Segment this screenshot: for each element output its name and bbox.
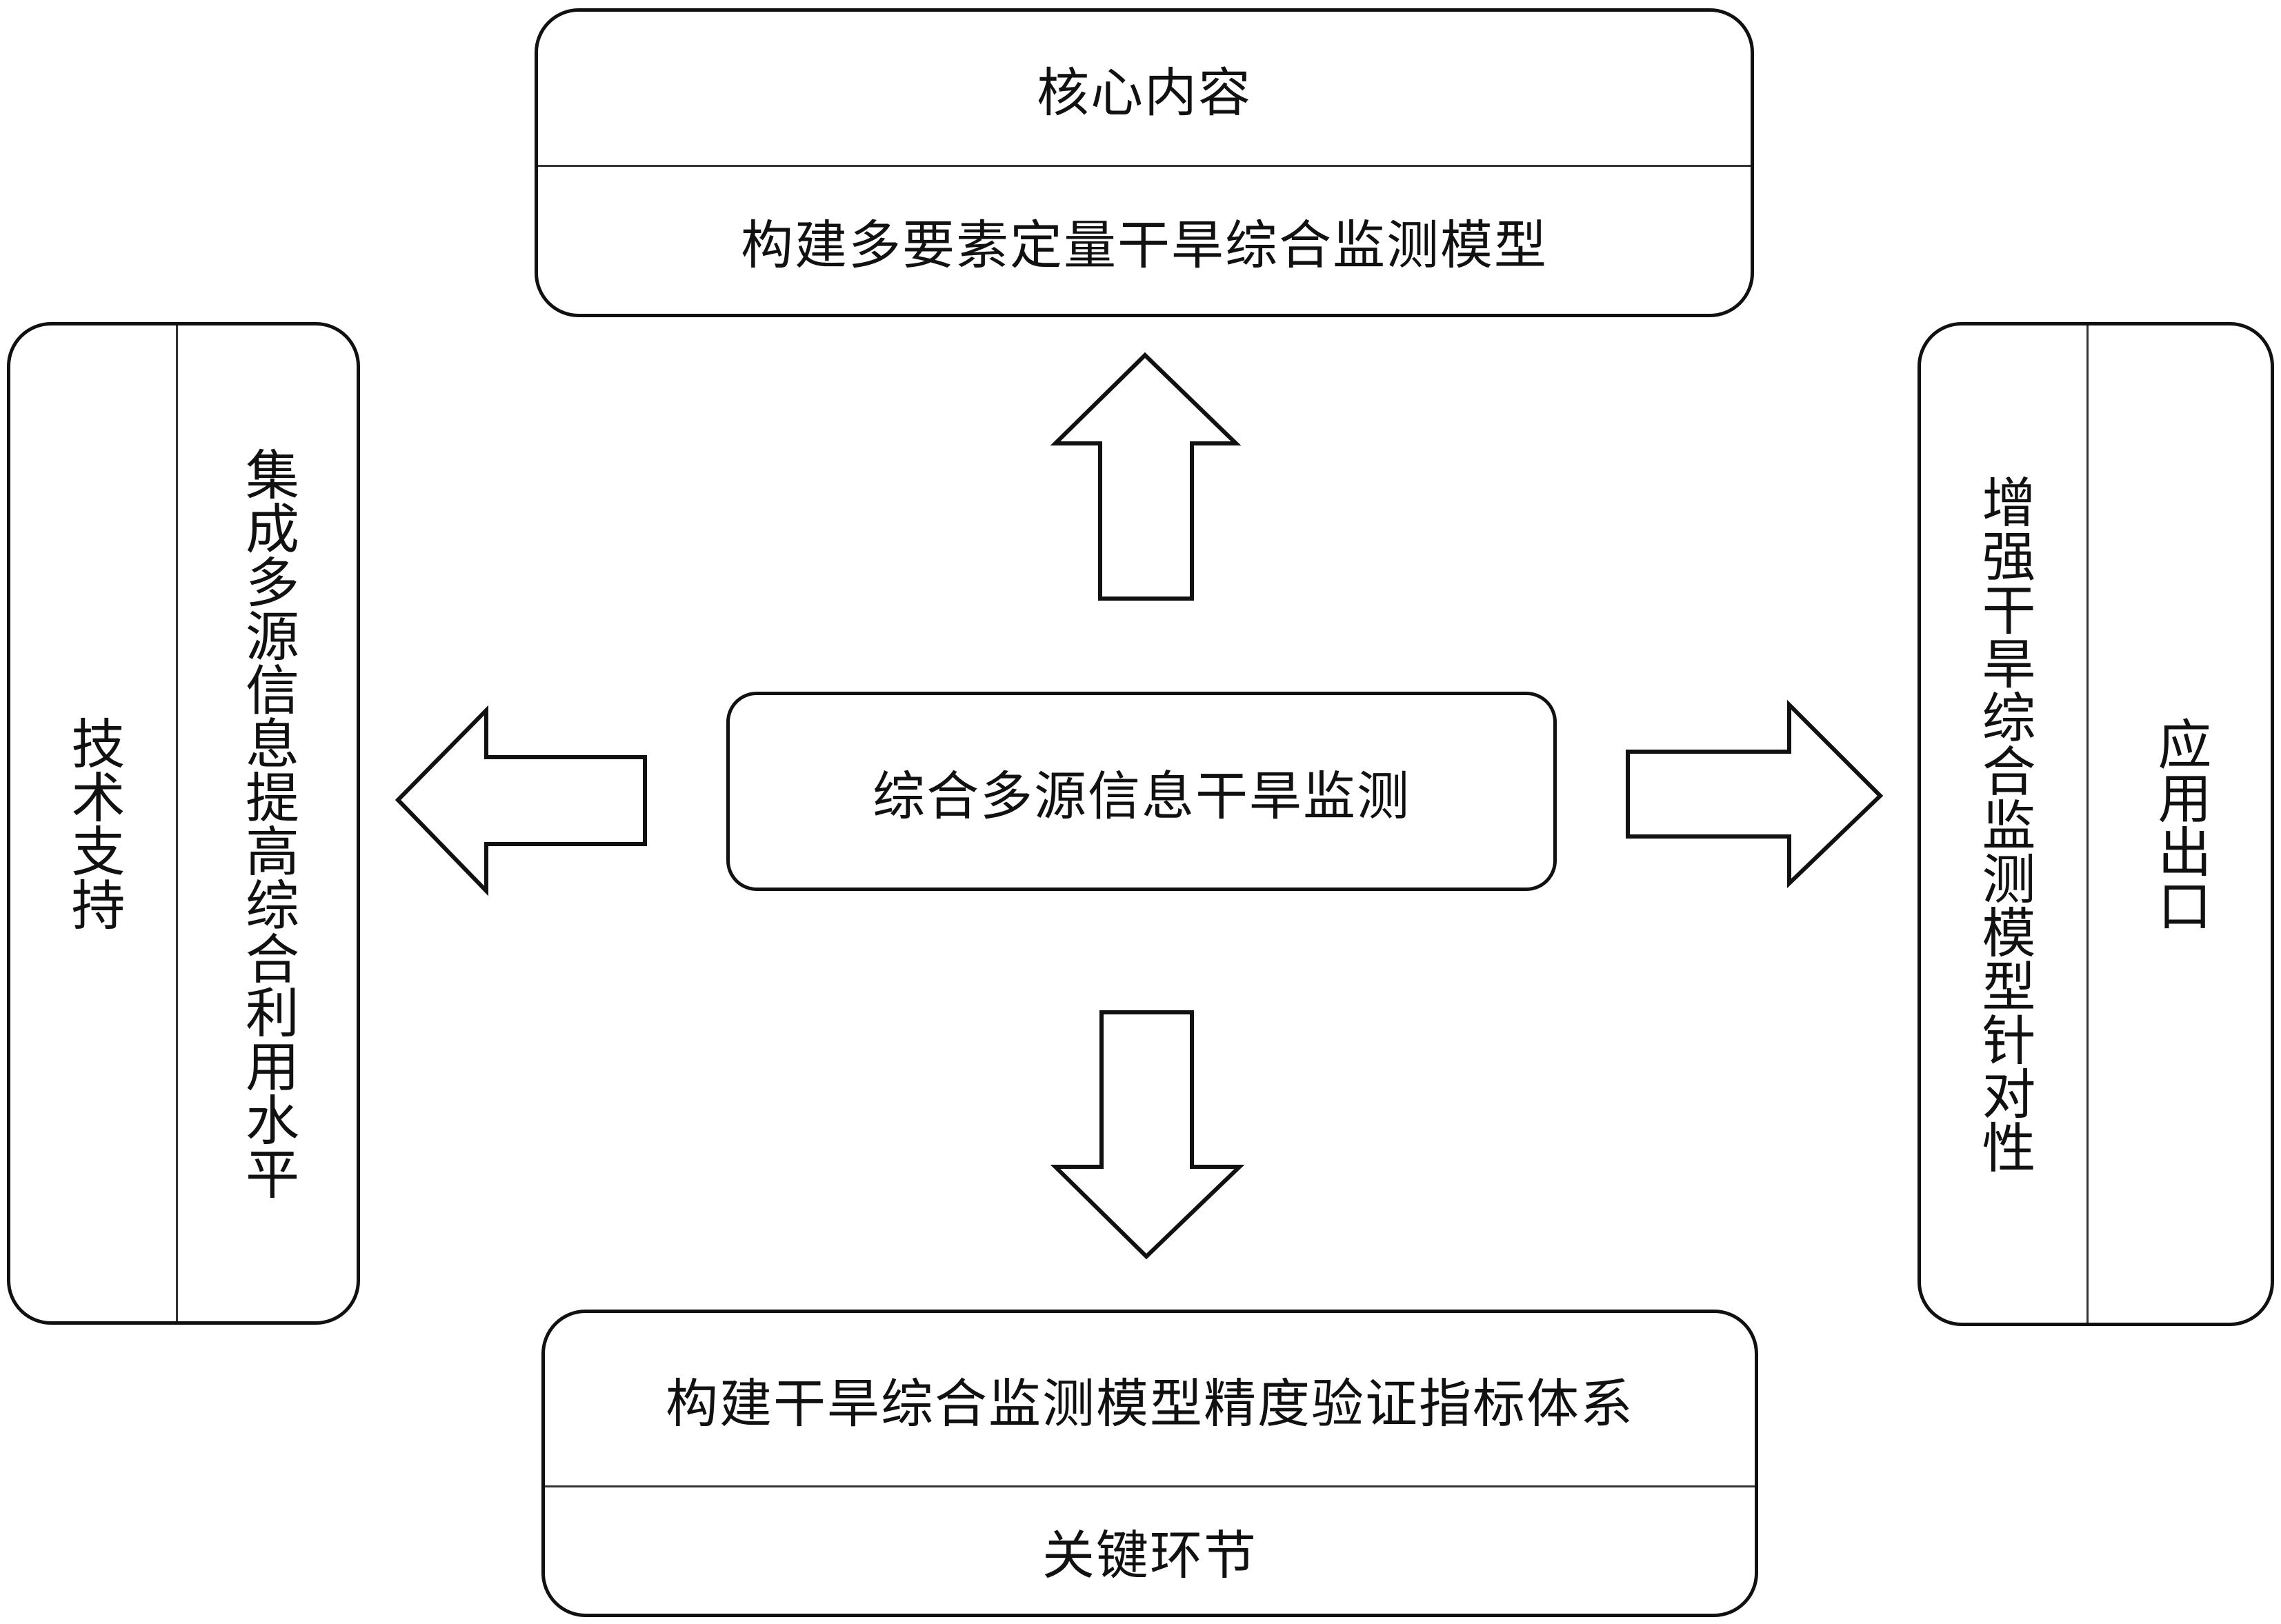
center-topic-box: 综合多源信息干旱监测 [726, 692, 1557, 891]
center-topic-label: 综合多源信息干旱监测 [873, 765, 1411, 827]
technical-support-divider [176, 325, 178, 1321]
core-content-box: 核心内容 构建多要素定量干旱综合监测模型 [535, 8, 1754, 317]
technical-support-title-wrap: 技术支持 [10, 325, 176, 1321]
application-output-text-wrap: 增强干旱综合监测模型针对性 [1921, 325, 2086, 1323]
technical-support-title: 技术支持 [62, 716, 125, 931]
arrow-down [1050, 1010, 1245, 1260]
core-content-text: 构建多要素定量干旱综合监测模型 [741, 214, 1548, 276]
application-output-text: 增强干旱综合监测模型针对性 [1973, 474, 2035, 1174]
arrow-up [1050, 352, 1242, 601]
core-content-divider [538, 165, 1751, 167]
application-output-box: 增强干旱综合监测模型针对性 应用出口 [1918, 322, 2274, 1326]
application-output-title: 应用出口 [2149, 716, 2211, 932]
arrow-left [395, 705, 647, 896]
application-output-title-wrap: 应用出口 [2089, 325, 2271, 1323]
key-link-title: 关键环节 [1042, 1524, 1257, 1586]
technical-support-box: 技术支持 集成多源信息提高综合利用水平 [7, 322, 360, 1325]
technical-support-text-wrap: 集成多源信息提高综合利用水平 [178, 325, 357, 1321]
arrow-right [1626, 699, 1884, 889]
technical-support-text: 集成多源信息提高综合利用水平 [237, 447, 299, 1200]
key-link-text: 构建干旱综合监测模型精度验证指标体系 [666, 1373, 1634, 1434]
key-link-divider [545, 1485, 1755, 1487]
application-output-divider [2086, 325, 2089, 1323]
key-link-box: 构建干旱综合监测模型精度验证指标体系 关键环节 [541, 1310, 1758, 1617]
core-content-title: 核心内容 [1037, 62, 1252, 123]
